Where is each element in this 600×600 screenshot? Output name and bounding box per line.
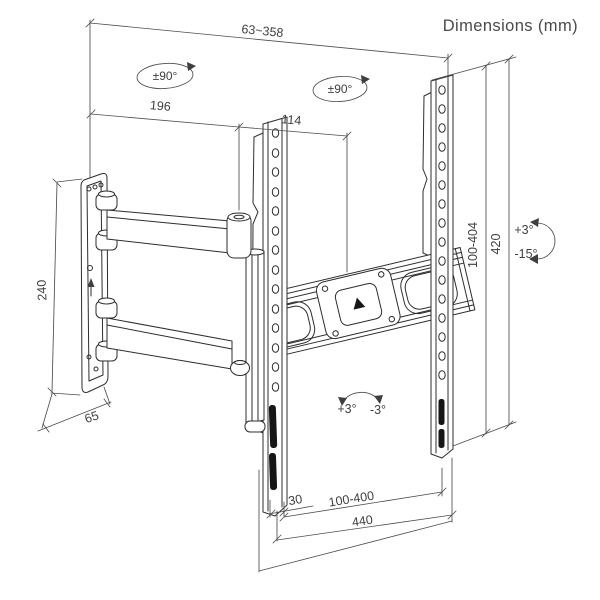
level-arrow-right-icon (374, 395, 383, 404)
dim-wall-plate-width: 65 (37, 386, 112, 433)
tilt-down-label: -15° (514, 247, 537, 261)
up-arrow-icon (87, 278, 95, 297)
dim-bracket-height-label: 420 (489, 234, 503, 255)
dim-vesa-vertical-label: 100-404 (466, 222, 480, 268)
swivel-left-annotation: ±90° (136, 62, 196, 90)
tilt-arrow-up-icon (530, 218, 539, 227)
swivel-right-arrow-icon (361, 75, 370, 84)
dim-arm-front-label: 114 (281, 112, 302, 128)
swivel-right-label: ±90° (328, 82, 353, 96)
left-rail-holes (271, 128, 280, 392)
dim-rail-width-label: 30 (287, 492, 303, 508)
dim-bracket-width-label: 440 (351, 513, 374, 530)
lower-arm (106, 317, 250, 376)
dim-bracket-height: 100-404 420 (431, 54, 517, 447)
dimension-annotations: 63~358 196 114 ±90° ±90° 240 (34, 18, 556, 573)
crossbar (247, 246, 476, 361)
swivel-left-arrow-icon (187, 62, 196, 71)
tilt-arrow-down-icon (529, 254, 538, 264)
dim-arm-segments: 196 114 (86, 98, 352, 273)
level-annotation: +3° -3° (337, 391, 386, 417)
pivot-column (244, 248, 266, 433)
right-rail-holes (438, 85, 446, 380)
left-rail (262, 116, 288, 517)
level-plus-label: +3° (337, 402, 356, 416)
mount-drawing (80, 74, 476, 517)
dim-arm-rear-label: 196 (149, 98, 171, 114)
level-indicator-triangle-icon (353, 297, 366, 310)
outer-extension-line (258, 469, 453, 573)
dim-plate-height-label: 240 (34, 279, 49, 301)
tilt-annotation: +3° -15° (514, 218, 556, 264)
dim-wall-plate-height: 240 (34, 178, 83, 397)
upper-arm-joint (226, 212, 252, 259)
tilt-up-label: +3° (514, 223, 533, 237)
crossbar-center-plate (315, 267, 401, 340)
right-rail (430, 74, 454, 459)
upper-arm (106, 209, 231, 254)
level-minus-label: -3° (370, 403, 386, 417)
dim-extension: 63~358 (85, 18, 453, 179)
level-arrow-left-icon (338, 397, 347, 406)
swivel-left-label: ±90° (153, 69, 178, 83)
right-rail-slots (438, 399, 445, 448)
page-title: Dimensions (mm) (443, 17, 578, 35)
dim-extension-label: 63~358 (241, 22, 284, 40)
swivel-right-annotation: ±90° (312, 75, 370, 103)
wall-plate (80, 173, 109, 393)
dim-plate-width-label: 65 (83, 408, 101, 426)
left-rail-slots (268, 404, 278, 491)
dim-bracket-width: 30 100-400 440 (258, 457, 457, 573)
